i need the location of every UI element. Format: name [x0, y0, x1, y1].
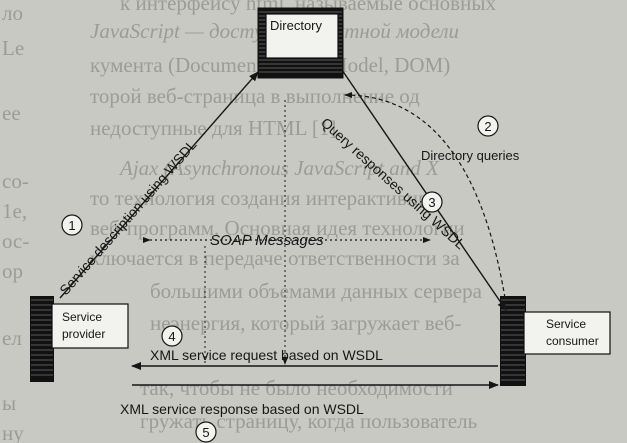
bg-line: 1e,: [2, 199, 27, 223]
step-5-number: 5: [202, 425, 209, 440]
bg-line: так, чтобы не было необходимости: [140, 376, 453, 400]
step-3: 3: [421, 191, 443, 213]
service-provider-label-line1: Service: [62, 310, 102, 324]
service-consumer-label-line2: consumer: [546, 334, 599, 348]
service-consumer-label-line1: Service: [546, 317, 586, 331]
bg-line: Le: [2, 36, 24, 60]
step-4-number: 4: [168, 329, 175, 344]
step-2: 2: [477, 115, 499, 137]
bg-line: то технология создания интерактивных: [90, 186, 443, 210]
service-provider-server: Service provider: [30, 296, 129, 382]
directory-server: Directory: [257, 7, 344, 79]
bg-line: ел: [2, 326, 22, 350]
step-4: 4: [161, 325, 183, 347]
step-3-number: 3: [428, 195, 435, 210]
directory-label: Directory: [270, 18, 323, 33]
step-2-number: 2: [484, 119, 491, 134]
soap-messages-label: SOAP Messages: [210, 232, 324, 249]
bg-line: ос-: [2, 229, 29, 253]
bg-line: большими объемами данных сервера: [150, 279, 483, 303]
connections: [59, 69, 507, 389]
bg-line: торой веб-страница в выполнение од: [90, 84, 420, 108]
bg-line: веб-программ. Основная идея технологии: [90, 216, 465, 240]
service-consumer-server: Service consumer: [500, 296, 611, 386]
bg-line: ну: [2, 421, 24, 443]
query-response-arrow: [341, 69, 507, 311]
bg-line: co-: [2, 169, 29, 193]
bg-line: ло: [2, 1, 23, 25]
step-1-number: 1: [68, 218, 75, 233]
publish-arrow: [59, 71, 259, 299]
directory-query-arrow: [344, 92, 506, 299]
step-1: 1: [61, 214, 83, 236]
bg-line: ы: [2, 391, 16, 415]
step-5: 5: [195, 421, 217, 443]
bg-line: Ajax (Asynchronous JavaScript and X: [118, 156, 440, 180]
bg-line: неэнергия, который загружает веб-: [150, 311, 462, 335]
bg-line: ключается в передаче ответственности за: [90, 246, 460, 270]
service-provider-label-line2: provider: [62, 327, 105, 341]
xml-response-label: XML service response based on WSDL: [120, 401, 364, 417]
xml-request-label: XML service request based on WSDL: [150, 347, 383, 363]
bg-line: ee: [2, 101, 21, 125]
bg-line: ор: [2, 259, 23, 283]
directory-queries-label: Directory queries: [421, 148, 520, 163]
